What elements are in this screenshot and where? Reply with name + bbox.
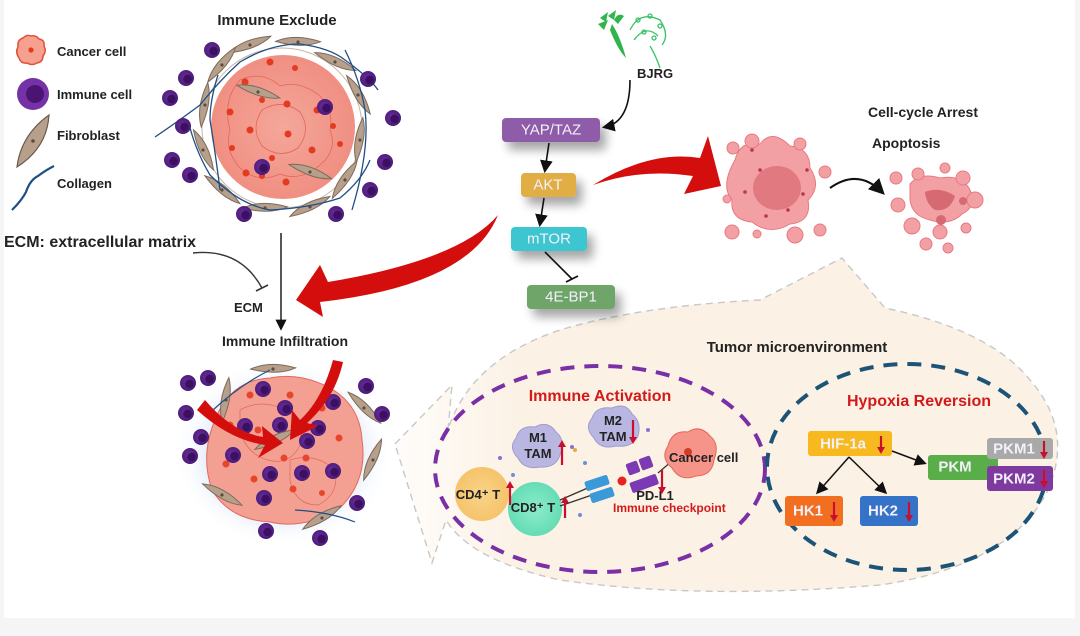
pathway-label-akt: AKT [533, 177, 562, 194]
cd4-up-icon [506, 481, 514, 505]
legend-label-immune-cell: Immune cell [57, 87, 132, 102]
immune-exclude-title: Immune Exclude [217, 12, 336, 29]
m2-label: M2 [604, 413, 622, 428]
ecm-definition: ECM: extracellular matrix [4, 234, 196, 251]
svg-text:PKM: PKM [938, 459, 971, 476]
node-hk2 [860, 496, 918, 526]
m1-tam: M1 TAM [512, 423, 563, 469]
cd8-t-cell: CD8⁺ T [508, 482, 562, 536]
hk2-down-icon [905, 502, 913, 522]
cd8-label: CD8⁺ T [511, 500, 555, 515]
immune-activation-region [433, 364, 767, 574]
svg-text:PKM2: PKM2 [993, 471, 1035, 488]
node-pkm [928, 455, 998, 480]
tme-title: Tumor microenvironment [707, 339, 888, 356]
hk1-down-icon [830, 502, 838, 522]
cd4-t-cell: CD4⁺ T [455, 467, 509, 521]
tme-bubble [394, 257, 1059, 593]
bjrg-to-yaptaz-arrow [601, 79, 631, 132]
node-hk1 [785, 496, 843, 526]
svg-text:HIF-1a: HIF-1a [820, 436, 867, 453]
ecm-inhibition-arrow [192, 251, 263, 289]
svg-text:HK1: HK1 [793, 503, 823, 520]
node-hif1a [808, 431, 892, 456]
m2-tam-label: TAM [599, 429, 626, 444]
legend-label-collagen: Collagen [57, 176, 112, 191]
tme-cancer-cell [664, 428, 717, 479]
cancer-cell-icon [15, 34, 47, 66]
hif1a-down-icon [877, 436, 885, 454]
svg-text:PKM1: PKM1 [993, 441, 1035, 458]
m1-tam-label: TAM [524, 446, 551, 461]
cytokine-particles [498, 428, 650, 517]
ecm-label: ECM [234, 300, 263, 315]
immune-cell-icon [17, 78, 49, 110]
hypoxia-network: HIF-1a PKM PKM1 PKM2 HK1 HK2 [785, 431, 1053, 526]
m2-tam: M2 TAM [588, 405, 640, 448]
bjrg-label: BJRG [637, 66, 673, 81]
fibroblast-icon [16, 113, 50, 169]
infiltrated-tumor [173, 358, 393, 548]
trend-arrows [506, 420, 666, 518]
pdl1-down-icon [658, 470, 666, 494]
pathway-node-akt [521, 173, 576, 197]
pathway-node-mtor [511, 227, 587, 251]
legend: Cancer cell Immune cell Fibroblast Colla… [11, 34, 132, 211]
pkm2-down-icon [1040, 470, 1048, 488]
mtor-to-infiltration-arrow [296, 215, 498, 317]
pathway-label-yaptaz: YAP/TAZ [521, 122, 581, 139]
pathway-label-mtor: mTOR [527, 231, 571, 248]
m2-down-icon [629, 420, 637, 444]
node-pkm2 [987, 466, 1053, 491]
outcome-line2: Apoptosis [872, 135, 941, 151]
cd4-label: CD4⁺ T [456, 487, 500, 502]
cd8-up-icon [561, 496, 569, 518]
arrested-tumor-cell [722, 133, 832, 244]
pkm1-down-icon [1040, 441, 1048, 459]
tme-cancer-cell-label: Cancer cell [669, 450, 738, 465]
node-pkm1 [987, 438, 1053, 459]
herb-plant-icon [598, 10, 667, 69]
legend-label-cancer-cell: Cancer cell [57, 44, 126, 59]
pathway: YAP/TAZ AKT mTOR 4E-BP1 [502, 118, 615, 309]
pathway-node-4ebp1 [527, 285, 615, 309]
immune-checkpoint-label: Immune checkpoint [613, 501, 726, 515]
svg-text:HK2: HK2 [868, 503, 898, 520]
pathway-node-yaptaz [502, 118, 600, 142]
legend-label-fibroblast: Fibroblast [57, 128, 121, 143]
pathway-label-4ebp1: 4E-BP1 [545, 289, 597, 306]
m1-label: M1 [529, 430, 547, 445]
outcome-line1: Cell-cycle Arrest [868, 104, 978, 120]
akt-to-outcome-arrow [593, 136, 721, 194]
collagen-icon [11, 165, 55, 211]
pdl1-label: PD-L1 [636, 488, 674, 503]
m1-up-icon [558, 440, 566, 465]
immune-exclude-tumor [154, 31, 401, 222]
immune-activation-title: Immune Activation [529, 388, 672, 405]
immune-infiltration-title: Immune Infiltration [222, 333, 348, 349]
arrest-to-apoptosis-arrow [829, 177, 885, 195]
apoptotic-tumor-cell [889, 162, 984, 254]
hypoxia-reversion-title: Hypoxia Reversion [847, 393, 991, 410]
pd1-pdl1-complex [559, 455, 673, 507]
